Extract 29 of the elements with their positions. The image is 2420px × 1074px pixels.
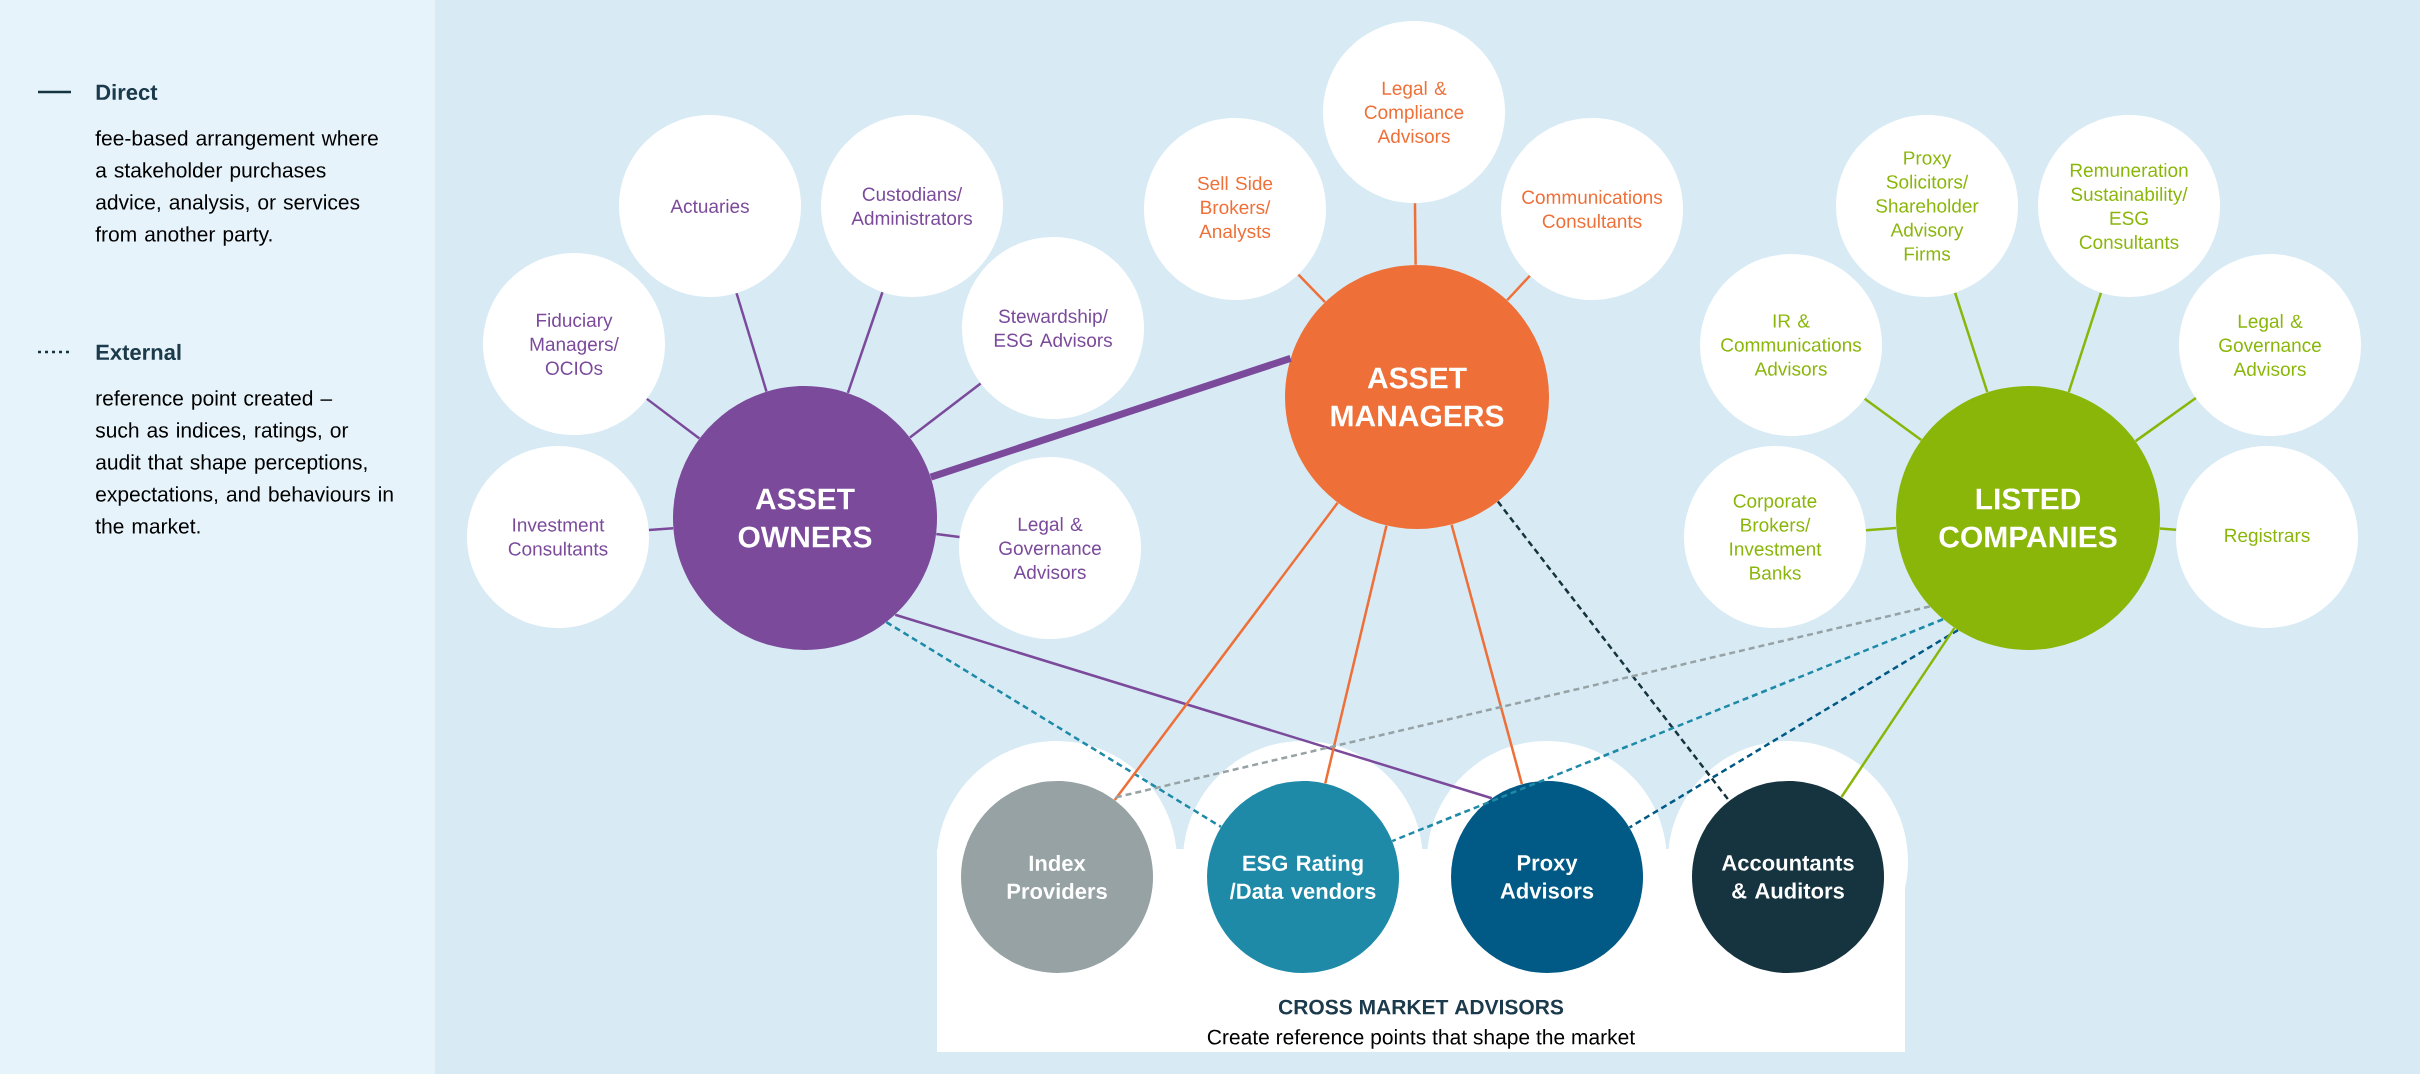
connector-line [735,292,768,392]
legend-label: Direct [96,83,158,101]
connector-line [909,382,982,439]
legend-description: reference point created – such as indices, ratings, or audit that shape perceptions, expectations, and behaviours in the market. [95,390,393,534]
connector-line [1506,274,1531,302]
legend-description: fee-based arrangement where a stakeholder purchases advice, analysis, or services from another party. [95,130,378,246]
connector-line [1450,524,1524,785]
connector-line [2134,397,2197,443]
connector-line [1391,618,1944,843]
connector-line [1628,629,1959,829]
connector-line [1297,273,1326,303]
connector-line [1496,500,1731,802]
connector-line [894,613,1493,800]
connector-line [929,355,1292,481]
connector-line [1840,627,1956,798]
connector-line [2067,292,2103,393]
connector-line [1865,526,1897,532]
connector-line [648,526,674,532]
connector-line [1324,525,1388,784]
connector-line [1113,502,1339,801]
connector-line [646,397,701,440]
connector-line [1413,203,1417,265]
connector-line [1953,292,1989,393]
connector-line [846,291,884,394]
connector-line [2159,527,2177,532]
connector-line [936,532,960,539]
connector-line [1863,397,1922,442]
legend-label: External [96,343,181,361]
connector-line [885,621,1222,828]
